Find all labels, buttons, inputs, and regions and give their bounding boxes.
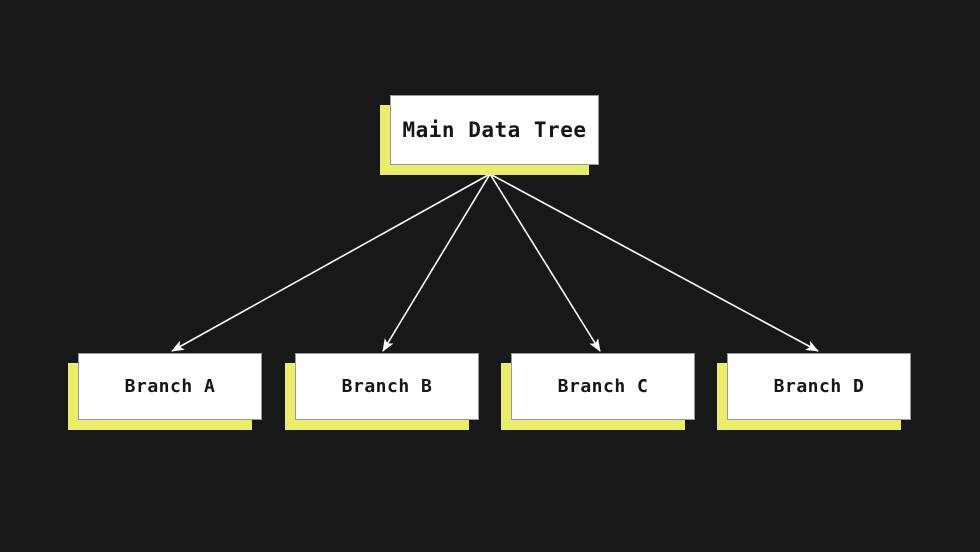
node-branch-a[interactable]: Branch A <box>68 353 262 430</box>
edge-root-to-branch-d <box>489 173 819 352</box>
node-branch-b[interactable]: Branch B <box>285 353 479 430</box>
node-label: Branch C <box>557 376 649 397</box>
node-branch-d[interactable]: Branch D <box>717 353 911 430</box>
node-box[interactable]: Branch C <box>511 353 695 420</box>
node-label: Branch A <box>124 376 216 397</box>
node-label: Main Data Tree <box>402 118 587 142</box>
edge-root-to-branch-b <box>382 173 491 352</box>
node-label: Branch D <box>773 376 865 397</box>
node-box[interactable]: Branch A <box>78 353 262 420</box>
node-box[interactable]: Branch B <box>295 353 479 420</box>
node-branch-c[interactable]: Branch C <box>501 353 695 430</box>
edge-root-to-branch-c <box>489 173 601 352</box>
node-label: Branch B <box>341 376 433 397</box>
node-main-data-tree[interactable]: Main Data Tree <box>380 95 599 175</box>
node-box[interactable]: Main Data Tree <box>390 95 599 165</box>
edge-root-to-branch-a <box>171 173 491 352</box>
node-box[interactable]: Branch D <box>727 353 911 420</box>
